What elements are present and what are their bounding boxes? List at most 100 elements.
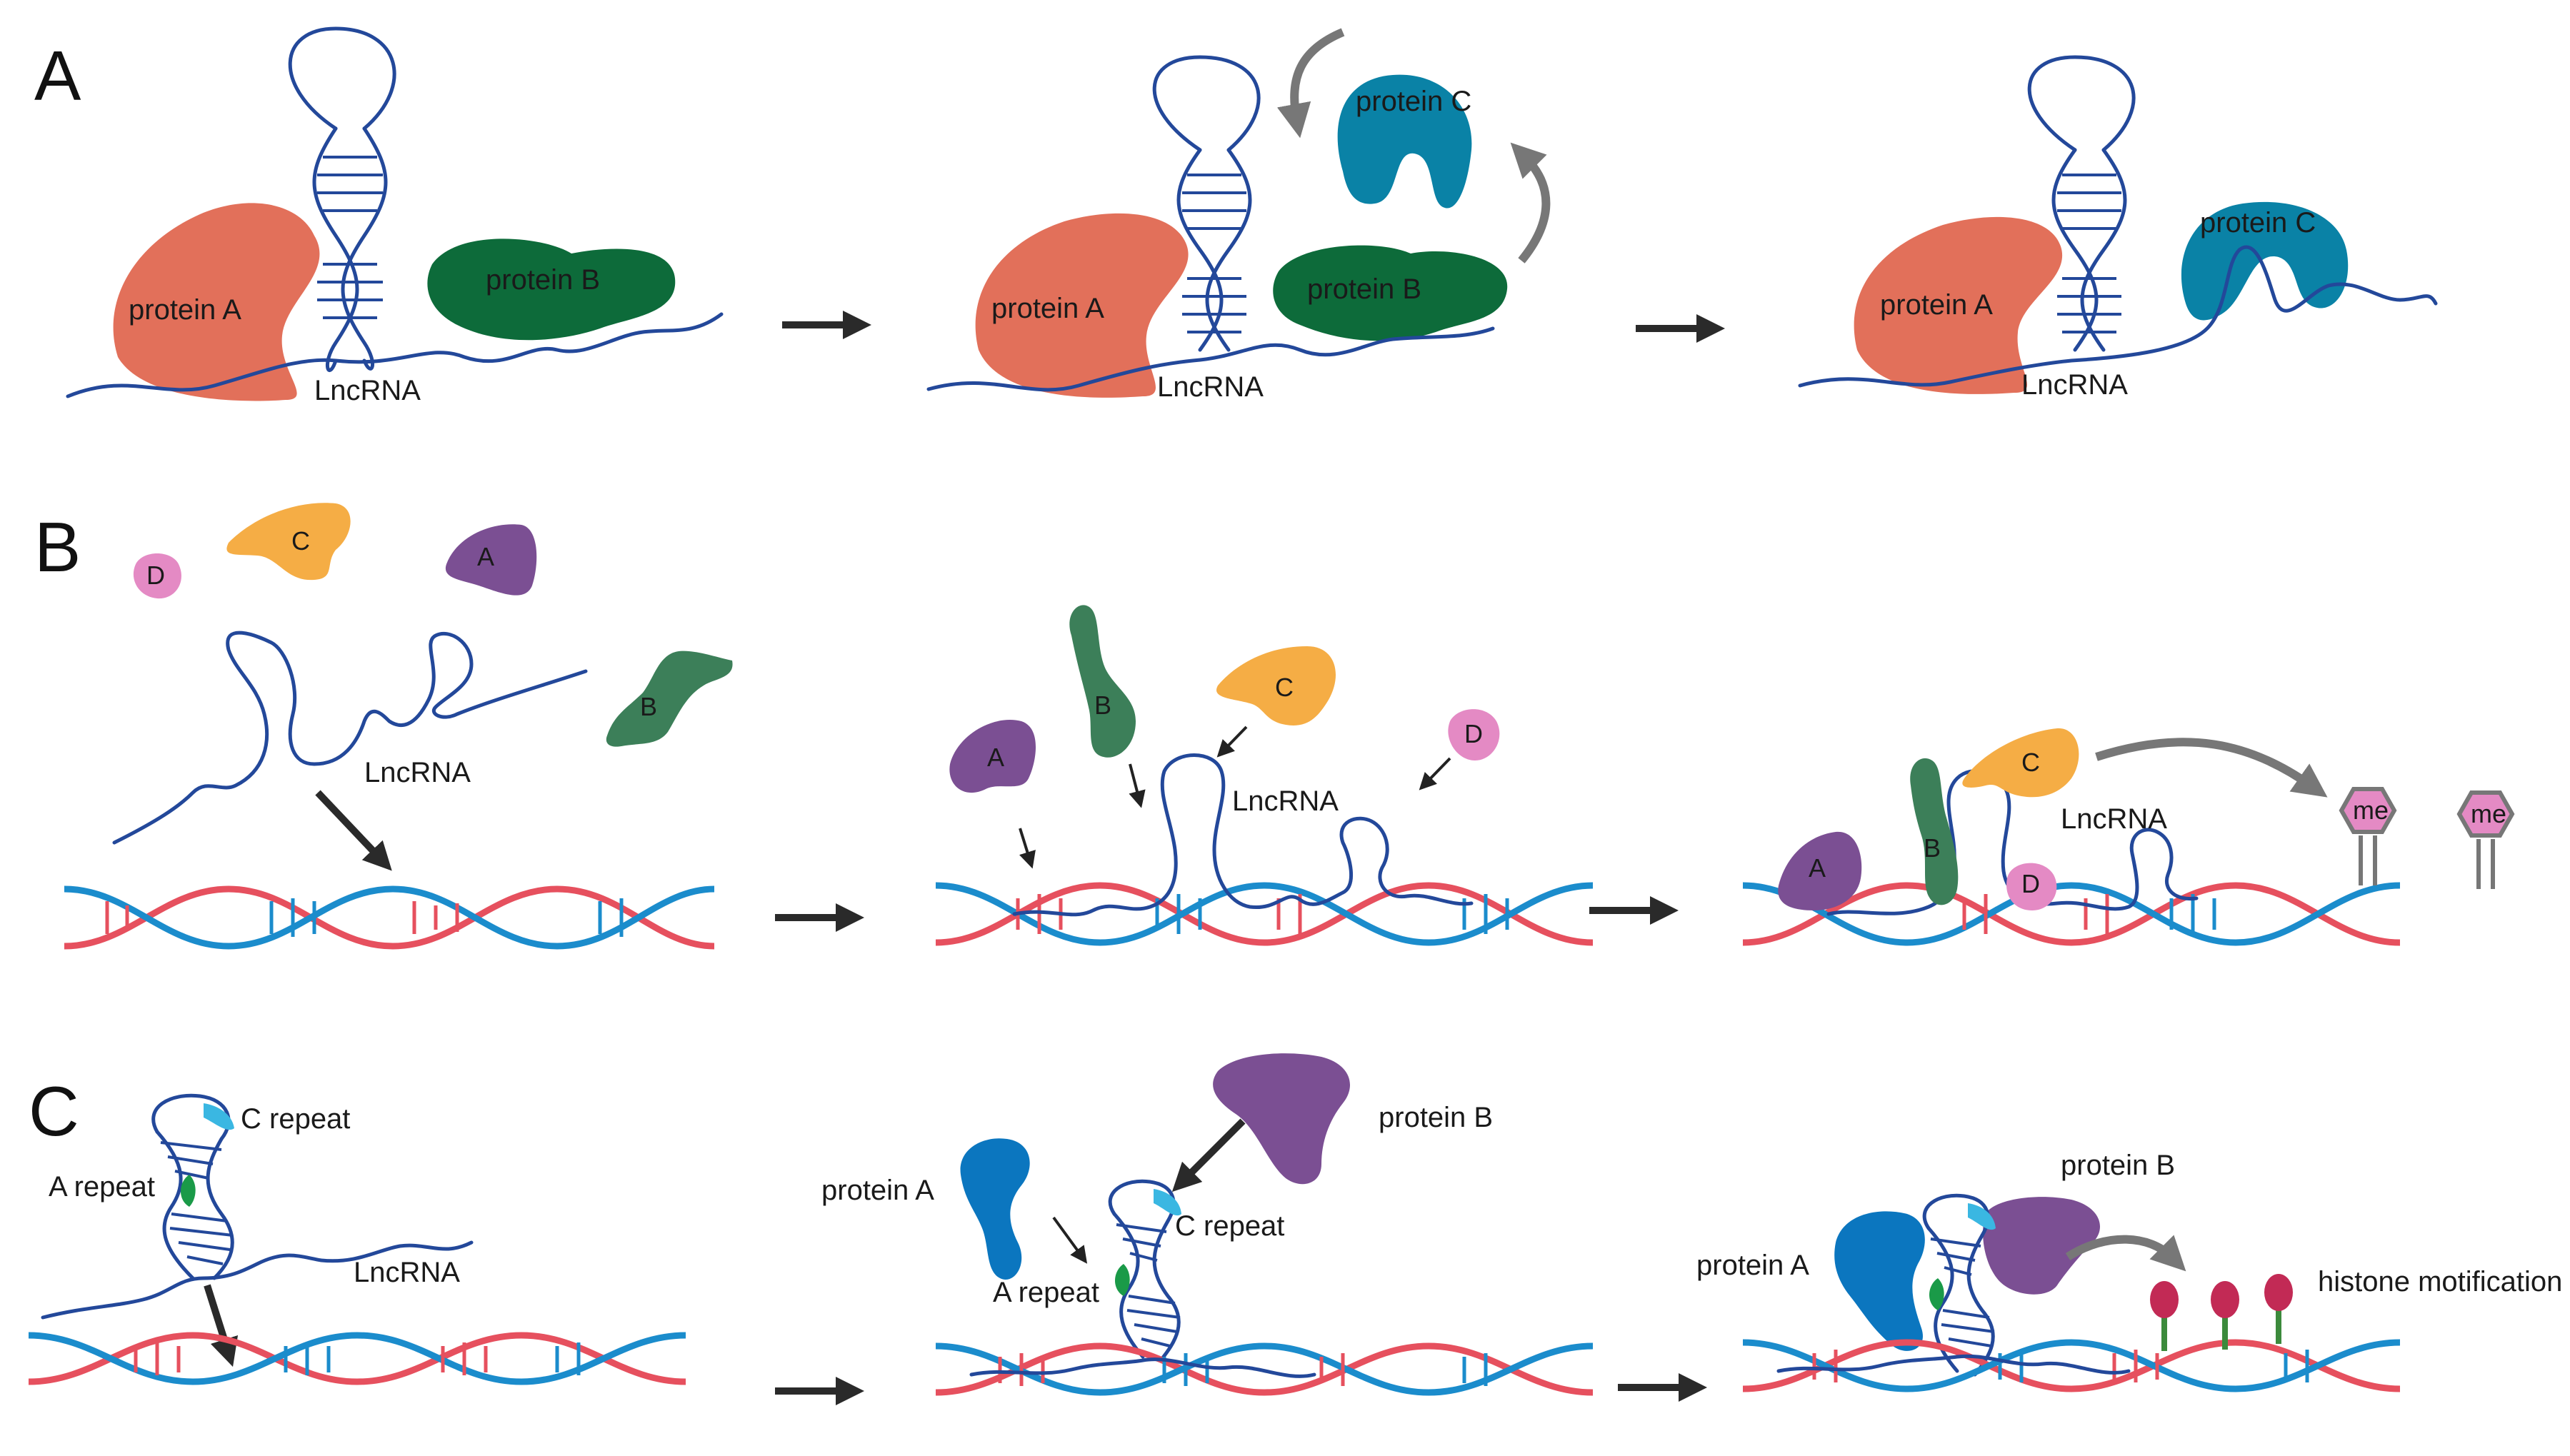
factor-a-shape — [949, 720, 1036, 793]
helix-rungs — [2057, 174, 2121, 333]
lncrna-helix-right — [341, 126, 388, 371]
panel-b: B D C A B LncRNA — [34, 503, 2515, 950]
dna-double-helix — [1742, 882, 2401, 946]
binding-arrow-icon — [1216, 726, 1248, 758]
panel-b-step-3: me me A B C D LncRNA — [1742, 728, 2515, 946]
factor-a-label: A — [477, 542, 494, 571]
prot-a-label: protein A — [821, 1175, 934, 1206]
lncrna-strand — [969, 1357, 1316, 1378]
factor-b-shape — [1910, 758, 1959, 905]
lncrna-strand — [1012, 753, 1474, 917]
helix-rungs — [1116, 1223, 1181, 1347]
lncrna-helix-left — [1176, 148, 1224, 352]
factor-a-shape — [445, 524, 537, 596]
lncrna-label: LncRNA — [1232, 785, 1339, 817]
factor-c-shape — [1216, 646, 1336, 726]
panel-a-step-2: protein A protein B protein C LncRNA — [926, 28, 1551, 403]
lncrna-helix-right — [1152, 1219, 1181, 1362]
panel-b-step-2: A B C D LncRNA — [935, 605, 1594, 946]
methyl-hexagon-icon: me — [2456, 790, 2515, 889]
curved-arrow-icon — [2065, 1235, 2186, 1272]
lncrna-label: LncRNA — [314, 375, 421, 406]
protein-a-shape — [1854, 216, 2063, 394]
protein-a-label: protein A — [129, 294, 241, 326]
helix-rungs — [160, 1141, 234, 1265]
protein-b-label: protein B — [486, 264, 600, 296]
methyl-label: me — [2353, 795, 2389, 825]
curved-arrow-icon — [1510, 142, 1551, 263]
step-arrow-icon — [315, 790, 392, 871]
protein-a-label: protein A — [991, 293, 1104, 324]
curved-arrow-icon — [2095, 738, 2328, 798]
histone-mark-icon — [2150, 1281, 2179, 1351]
factor-a-label: A — [1809, 853, 1826, 883]
panel-letter-a: A — [34, 36, 81, 115]
lncrna-label: LncRNA — [1157, 371, 1264, 403]
factor-c-shape — [226, 503, 351, 581]
factor-d-label: D — [1464, 719, 1483, 748]
lncrna-loop — [2027, 55, 2136, 152]
prot-b-shape — [1983, 1197, 2100, 1295]
protein-a-shape — [975, 213, 1189, 398]
factor-c-shape — [1962, 728, 2079, 798]
factor-d-label: D — [2021, 869, 2040, 898]
lncrna-label: LncRNA — [354, 1257, 460, 1288]
panel-c: C C repeat A repeat LncRNA — [28, 1053, 2562, 1405]
helix-rungs — [317, 156, 383, 319]
lncrna-strand — [66, 312, 724, 398]
a-repeat-block — [180, 1175, 196, 1207]
dna-double-helix — [935, 882, 1594, 946]
factor-c-label: C — [291, 526, 310, 556]
factor-d-shape — [1448, 709, 1500, 760]
lncrna-helix-right — [206, 1137, 234, 1280]
c-repeat-label: C repeat — [241, 1103, 350, 1135]
factor-a-shape — [1778, 831, 1862, 910]
a-repeat-block — [1114, 1264, 1130, 1296]
prot-a-shape — [1834, 1211, 1925, 1351]
prot-a-shape — [960, 1138, 1030, 1280]
panel-a: A protein A protein B LncRNA — [34, 26, 2438, 406]
curved-arrow-icon — [1276, 28, 1345, 139]
lncrna-label: LncRNA — [364, 757, 471, 788]
lncrna-strand — [1776, 1354, 2131, 1375]
protein-b-shape — [427, 239, 676, 341]
binding-arrow-icon — [1019, 828, 1036, 869]
lncrna-label: LncRNA — [2061, 803, 2167, 835]
histone-label: histone motification — [2318, 1266, 2562, 1297]
a-repeat-label: A repeat — [49, 1171, 155, 1203]
dna-double-helix — [64, 885, 715, 950]
protein-b-label: protein B — [1307, 273, 1421, 305]
protein-c-label: protein C — [2200, 207, 2316, 239]
panel-letter-c: C — [29, 1072, 79, 1150]
protein-a-shape — [113, 203, 320, 401]
dna-double-helix — [1742, 1339, 2401, 1392]
factor-d-shape — [133, 553, 181, 599]
factor-b-shape — [606, 651, 733, 747]
c-repeat-block — [1968, 1203, 1996, 1230]
factor-b-label: B — [640, 692, 657, 721]
c-repeat-block — [1154, 1189, 1181, 1216]
binding-arrow-icon — [1171, 1118, 1246, 1193]
panel-c-step-3: protein A protein B histone motification — [1696, 1150, 2562, 1392]
lncrna-loop — [1152, 55, 1261, 152]
a-repeat-label: A repeat — [993, 1277, 1099, 1308]
lncrna-strand — [112, 631, 588, 845]
helix-rungs — [1182, 174, 1246, 333]
factor-b-label: B — [1924, 833, 1941, 863]
lncrna-helix-left — [312, 126, 359, 372]
panel-letter-b: B — [34, 508, 81, 586]
binding-arrow-icon — [1419, 757, 1451, 790]
lncrna-strand — [926, 326, 1495, 392]
factor-c-label: C — [1275, 673, 1294, 702]
a-repeat-block — [1929, 1278, 1944, 1310]
binding-arrow-icon — [1129, 763, 1146, 808]
histone-mark-icon — [2211, 1281, 2239, 1350]
factor-a-label: A — [987, 743, 1004, 772]
histone-mark-icon — [2264, 1274, 2293, 1344]
methyl-label: me — [2471, 799, 2506, 828]
panel-c-step-1: C repeat A repeat LncRNA — [28, 1093, 686, 1385]
dna-double-helix — [935, 1342, 1594, 1396]
lncrna-loop — [288, 26, 396, 131]
c-repeat-label: C repeat — [1175, 1210, 1284, 1242]
